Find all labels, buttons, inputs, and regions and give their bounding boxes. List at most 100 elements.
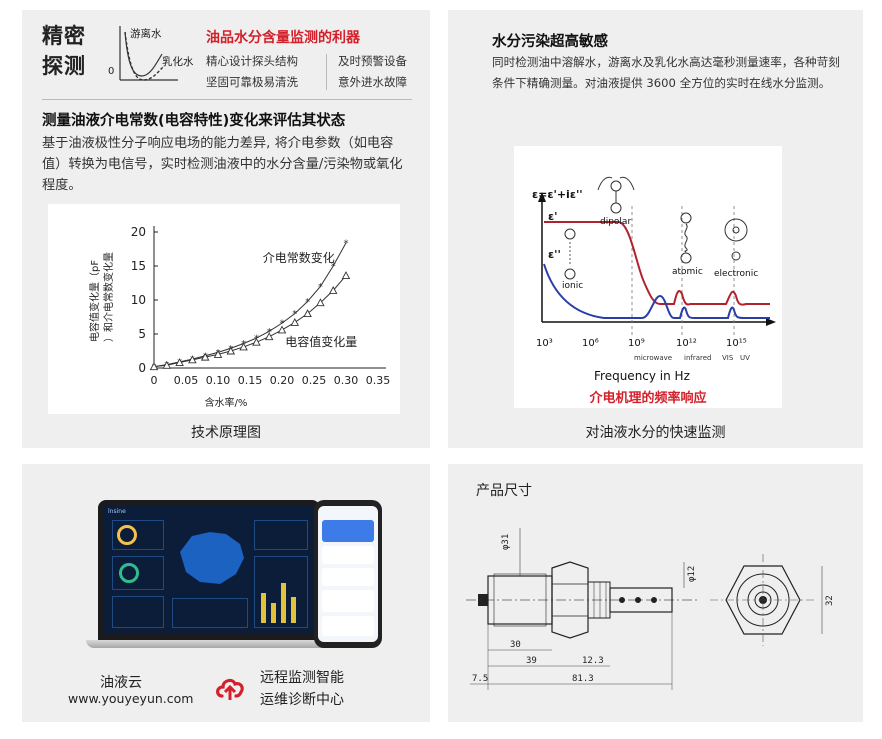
freq-tick-3: 10⁹: [628, 338, 645, 349]
red-heading: 油品水分含量监测的利器: [206, 30, 360, 46]
freq-tick-4: 10¹²: [676, 338, 697, 349]
frequency-response-figure: ε=ε'+iε'' ε' ε'' dipolar ionic atomic el…: [532, 176, 776, 406]
series-1-point: *: [318, 282, 323, 293]
sensitivity-panel: 水分污染超高敏感 同时检测油中溶解水，游离水及乳化水高达毫秒测量速率，各种苛刻条…: [448, 10, 863, 448]
icon-label-zero: 0: [108, 66, 115, 77]
series-2-point: [226, 346, 236, 355]
atomic-label: atomic: [672, 267, 703, 277]
phone-card: [322, 590, 374, 612]
series-2-point: [316, 298, 325, 307]
series-2-point: [149, 362, 159, 371]
x-tick-label: 0.25: [302, 374, 327, 387]
title-line1: 精密: [42, 24, 86, 48]
series-1-point: *: [292, 309, 297, 320]
series-2-point: [277, 325, 287, 334]
sensitivity-description: 同时检测油中溶解水，游离水及乳化水高达毫秒测量速率，各种苛刻条件下精确测量。对油…: [492, 55, 840, 90]
series-2-point: [175, 358, 184, 367]
freq-tick-2: 10⁶: [582, 338, 599, 349]
section-description: 基于油液极性分子响应电场的能力差异, 将介电参数（如电容值）转换为电信号，实时检…: [42, 136, 403, 193]
series-1-point: *: [331, 262, 336, 273]
dash-card-4: [254, 520, 308, 550]
title-line2: 探测: [42, 54, 86, 78]
series-line-2: [153, 275, 347, 368]
water-curve-icon: [119, 26, 178, 81]
phone-card: [322, 546, 374, 564]
laptop-base: [86, 640, 332, 648]
gauge-icon: [117, 525, 137, 545]
monitoring-caption: 对油液水分的快速监测: [585, 425, 726, 441]
atom-plus-icon: [680, 212, 692, 224]
china-map-icon: [180, 532, 244, 584]
series-2-point: [303, 309, 312, 318]
section-title: 测量油液介电常数(电容特性)变化来评估其状态: [42, 113, 346, 129]
freq-x-label: Frequency in Hz: [594, 369, 690, 383]
series-2-label: 电容值变化量: [285, 334, 357, 349]
electron-cloud-icon: [724, 218, 748, 242]
laptop-brand: lnsine: [108, 508, 126, 515]
freq-red-caption: 介电机理的频率响应: [588, 390, 706, 406]
y-axis-label-2: ）和介电常数变化量: [102, 252, 115, 342]
principle-caption: 技术原理图: [191, 425, 261, 441]
x-tick-label: 0: [151, 374, 158, 387]
icon-label-free-water: 游离水: [130, 28, 162, 40]
divider: [42, 99, 412, 100]
ionic-label: ionic: [562, 281, 583, 291]
y-tick-label: 5: [138, 327, 146, 341]
feature-2: 及时预警设备: [338, 54, 407, 68]
series-2-point: [252, 337, 261, 346]
ion-minus-icon: [564, 268, 576, 280]
dash-card-2: [112, 556, 164, 590]
dim-l7-5: 7.5: [472, 674, 488, 684]
series-2-point: [341, 271, 351, 279]
phone-card: [322, 616, 374, 636]
series-2-point: [162, 360, 172, 369]
band-microwave: microwave: [634, 354, 672, 362]
cloud-url[interactable]: www.youyeyun.com: [68, 691, 194, 706]
series-2-point: [213, 349, 223, 358]
dipole-minus-icon: [610, 202, 622, 214]
x-tick-label: 0.15: [238, 374, 263, 387]
x-tick-label: 0.10: [206, 374, 231, 387]
dash-card-1: [112, 520, 164, 550]
series-2-point: [290, 317, 300, 326]
slogan-line1: 远程监测智能: [260, 670, 344, 686]
dim-l81-3: 81.3: [572, 674, 594, 684]
atom-minus-icon: [680, 252, 692, 264]
dash-table: [172, 598, 248, 628]
eps-imag-label: ε'': [548, 248, 561, 261]
dim-l39: 39: [526, 656, 537, 666]
dimensions-panel: 产品尺寸 φ31 φ12 30 39 12.3 7.5: [448, 464, 863, 722]
phone-card: [322, 568, 374, 586]
frequency-figure-box: ε=ε'+iε'' ε' ε'' dipolar ionic atomic el…: [514, 146, 782, 408]
x-tick-label: 0.05: [174, 374, 199, 387]
series-1-point: *: [280, 319, 285, 330]
series-1-label: 介电常数变化: [263, 250, 335, 265]
series-2-point: [239, 342, 248, 351]
probe-tube: [609, 587, 673, 613]
series-2-point: [188, 355, 197, 364]
band-vis: VIS: [722, 354, 734, 362]
eps-real-label: ε': [548, 210, 558, 223]
feature-3: 坚固可靠极易清洗: [206, 75, 298, 89]
dash-bars: [254, 556, 308, 628]
x-tick-label: 0.20: [270, 374, 295, 387]
laptop-screen: lnsine: [98, 500, 320, 640]
dashboard-display: lnsine: [104, 506, 314, 634]
sensitivity-title: 水分污染超高敏感: [492, 34, 608, 50]
dipole-plus-icon: [610, 180, 622, 192]
dimension-drawing: φ31 φ12 30 39 12.3 7.5 81.3 32: [466, 528, 835, 690]
x-tick-label: 0.30: [334, 374, 359, 387]
x-tick-label: 0.35: [366, 374, 391, 387]
band-infrared: infrared: [684, 354, 712, 362]
cloud-name: 油液云: [100, 675, 142, 691]
feature-4: 意外进水故障: [338, 75, 407, 89]
feature-1: 精心设计探头结构: [206, 54, 298, 68]
equation-label: ε=ε'+iε'': [532, 188, 583, 201]
dim-l12-3: 12.3: [582, 656, 604, 666]
y-tick-label: 20: [131, 225, 146, 239]
series-line-1: [153, 242, 347, 368]
y-axis-label-1: 电容值变化量（pF: [88, 260, 101, 342]
electronic-label: electronic: [714, 269, 758, 279]
